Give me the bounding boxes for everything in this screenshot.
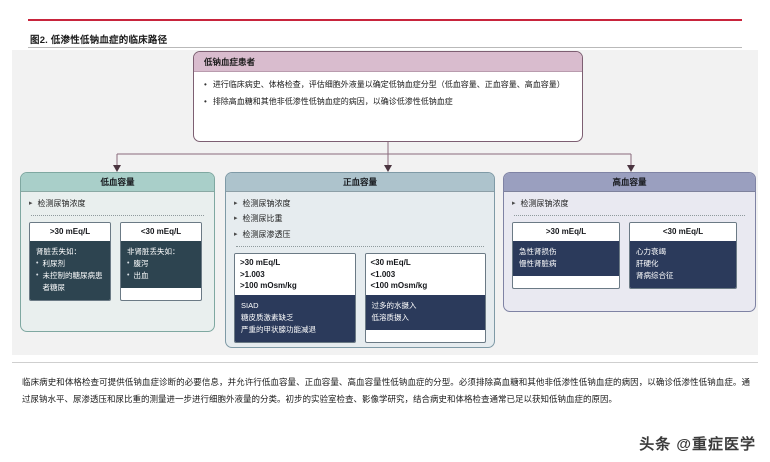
- card-threshold: <30 mEq/L: [630, 223, 736, 241]
- card-pair: >30 mEq/L >1.003 >100 mOsm/kg SIAD 糖皮质激素…: [234, 253, 486, 343]
- column-header: 低血容量: [21, 173, 214, 192]
- triangle-bullet-icon: ▸: [512, 200, 516, 207]
- card-item-label: 过多的水摄入: [371, 300, 417, 310]
- bullet-marker: •: [127, 259, 130, 267]
- card-list-item: • 未控制的糖尿病患者糖尿: [36, 270, 104, 294]
- card-renal-losses: >30 mEq/L 肾脏丢失如： • 利尿剂 • 未控制的糖尿病患者糖尿: [29, 222, 111, 301]
- card-item-label: 出血: [133, 270, 149, 280]
- column-hypervolemia: 高血容量 ▸ 检测尿钠浓度 >30 mEq/L 急性肾损伤 慢性肾脏病 <30 …: [503, 172, 756, 312]
- threshold-line: >100 mOsm/kg: [240, 281, 297, 291]
- card-pair: >30 mEq/L 急性肾损伤 慢性肾脏病 <30 mEq/L 心力衰竭 肝硬化…: [512, 222, 747, 289]
- card-threshold: >30 mEq/L >1.003 >100 mOsm/kg: [235, 254, 355, 295]
- card-pair: >30 mEq/L 肾脏丢失如： • 利尿剂 • 未控制的糖尿病患者糖尿: [29, 222, 206, 301]
- card-item-label: SIAD: [241, 300, 259, 310]
- threshold-line: <100 mOsm/kg: [370, 281, 428, 291]
- card-title: 非肾脏丢失如：: [127, 246, 180, 256]
- title-divider: [28, 47, 742, 48]
- bullet-item: • 进行临床病史、体格检查，评估细胞外液量以确定低钠血症分型（低血容量、正血容量…: [204, 79, 572, 91]
- test-item: ▸ 检测尿比重: [234, 213, 486, 225]
- test-label: 检测尿渗透压: [242, 229, 291, 239]
- threshold-line: >30 mEq/L: [240, 258, 281, 268]
- card-threshold: <30 mEq/L <1.003 <100 mOsm/kg: [365, 254, 485, 295]
- card-item-label: 腹泻: [133, 258, 149, 268]
- column-header-label: 高血容量: [612, 177, 647, 187]
- threshold-line: >1.003: [240, 269, 265, 279]
- test-item: ▸ 检测尿钠浓度: [234, 198, 486, 210]
- column-header-label: 低血容量: [100, 177, 135, 187]
- card-body: 肾脏丢失如： • 利尿剂 • 未控制的糖尿病患者糖尿: [30, 240, 110, 300]
- card-item-label: 糖皮质激素缺乏: [241, 312, 294, 322]
- triangle-bullet-icon: ▸: [234, 230, 238, 238]
- threshold-line: <1.003: [370, 269, 396, 279]
- figure-caption: 临床病史和体格检查可提供低钠血症诊断的必要信息，并允许行低血容量、正血容量、高血…: [22, 377, 750, 404]
- divider-dotted: [236, 246, 484, 248]
- card-item-label: 严重的甲状腺功能减退: [241, 324, 316, 334]
- triangle-bullet-icon: ▸: [234, 215, 238, 223]
- card-body: 急性肾损伤 慢性肾脏病: [513, 240, 619, 276]
- test-label: 检测尿钠浓度: [242, 199, 291, 208]
- card-body: 过多的水摄入 低溶质摄入: [365, 294, 485, 330]
- test-label: 检测尿比重: [242, 214, 283, 224]
- bullet-marker: •: [204, 80, 207, 89]
- test-item: ▸ 检测尿渗透压: [234, 229, 486, 241]
- card-body: 心力衰竭 肝硬化 肾病综合征: [630, 240, 736, 288]
- test-label: 检测尿钠浓度: [37, 199, 86, 208]
- column-body: ▸ 检测尿钠浓度 >30 mEq/L 急性肾损伤 慢性肾脏病 <30 mEq/L…: [504, 192, 755, 297]
- bullet-marker: •: [36, 259, 39, 267]
- bullet-item: • 排除高血糖和其他非低渗性低钠血症的病因，以确诊低渗性低钠血症: [204, 96, 572, 108]
- bullet-marker: •: [36, 271, 39, 279]
- card-siad-group: >30 mEq/L >1.003 >100 mOsm/kg SIAD 糖皮质激素…: [234, 253, 356, 343]
- card-body: SIAD 糖皮质激素缺乏 严重的甲状腺功能减退: [235, 294, 355, 342]
- card-list-item: • 利尿剂: [36, 258, 104, 270]
- column-header: 正血容量: [226, 173, 494, 192]
- card-threshold: <30 mEq/L: [121, 223, 201, 241]
- card-water-intake-group: <30 mEq/L <1.003 <100 mOsm/kg 过多的水摄入 低溶质…: [364, 253, 486, 343]
- triangle-bullet-icon: ▸: [234, 200, 238, 207]
- card-renal-disease: >30 mEq/L 急性肾损伤 慢性肾脏病: [512, 222, 620, 289]
- card-item-label: 肾病综合征: [636, 270, 674, 280]
- bullet-marker: •: [204, 97, 207, 107]
- footer-divider: [12, 362, 758, 363]
- card-item-label: 心力衰竭: [636, 246, 666, 256]
- card-item-label: 低溶质摄入: [371, 312, 410, 322]
- node-body: • 进行临床病史、体格检查，评估细胞外液量以确定低钠血症分型（低血容量、正血容量…: [194, 72, 582, 118]
- card-list-item: • 腹泻: [127, 258, 195, 270]
- test-item: ▸ 检测尿钠浓度: [512, 198, 747, 210]
- divider-dotted: [31, 215, 204, 217]
- node-hyponatremia-patient: 低钠血症患者 • 进行临床病史、体格检查，评估细胞外液量以确定低钠血症分型（低血…: [193, 51, 583, 142]
- page-title: 图2. 低渗性低钠血症的临床路径: [30, 35, 168, 46]
- card-list-item: • 出血: [127, 270, 195, 282]
- bullet-marker: •: [127, 271, 130, 279]
- card-item-label: 未控制的糖尿病患者糖尿: [42, 270, 103, 292]
- column-hypovolemia: 低血容量 ▸ 检测尿钠浓度 >30 mEq/L 肾脏丢失如： • 利尿剂: [20, 172, 215, 332]
- card-body: 非肾脏丢失如： • 腹泻 • 出血: [121, 240, 201, 288]
- card-item-label: 肝硬化: [636, 258, 659, 268]
- test-item: ▸ 检测尿钠浓度: [29, 198, 206, 210]
- column-body: ▸ 检测尿钠浓度 >30 mEq/L 肾脏丢失如： • 利尿剂 •: [21, 192, 214, 309]
- card-threshold: >30 mEq/L: [513, 223, 619, 241]
- column-header-label: 正血容量: [342, 177, 377, 187]
- threshold-line: <30 mEq/L: [370, 258, 411, 268]
- column-euvolemia: 正血容量 ▸ 检测尿钠浓度 ▸ 检测尿比重 ▸ 检测尿渗透压 >30 mEq/L: [225, 172, 495, 348]
- card-extrarenal-losses: <30 mEq/L 非肾脏丢失如： • 腹泻 • 出血: [120, 222, 202, 301]
- card-item-label: 利尿剂: [42, 258, 65, 268]
- test-label: 检测尿钠浓度: [520, 199, 569, 208]
- card-item-label: 急性肾损伤: [519, 246, 557, 256]
- watermark: 头条 @重症医学: [639, 436, 756, 453]
- column-body: ▸ 检测尿钠浓度 ▸ 检测尿比重 ▸ 检测尿渗透压 >30 mEq/L >1.0…: [226, 192, 494, 347]
- divider-dotted: [514, 215, 745, 217]
- card-threshold: >30 mEq/L: [30, 223, 110, 241]
- card-edematous-states: <30 mEq/L 心力衰竭 肝硬化 肾病综合征: [629, 222, 737, 289]
- node-header-label: 低钠血症患者: [204, 56, 256, 67]
- bullet-text: 进行临床病史、体格检查，评估细胞外液量以确定低钠血症分型（低血容量、正血容量、高…: [212, 80, 565, 89]
- card-title: 肾脏丢失如：: [36, 246, 81, 256]
- column-header: 高血容量: [504, 173, 755, 192]
- node-header: 低钠血症患者: [194, 52, 582, 72]
- bullet-text: 排除高血糖和其他非低渗性低钠血症的病因，以确诊低渗性低钠血症: [212, 97, 453, 107]
- accent-rule-top: [28, 19, 742, 21]
- card-item-label: 慢性肾脏病: [519, 258, 557, 268]
- triangle-bullet-icon: ▸: [29, 200, 33, 207]
